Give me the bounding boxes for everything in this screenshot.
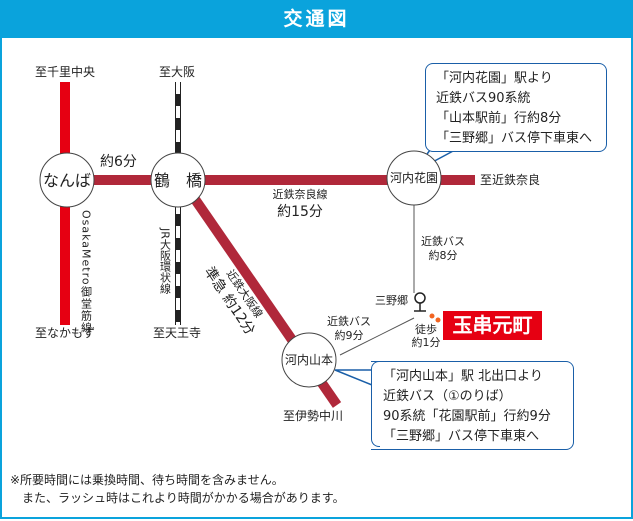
callout-line: 「河内山本」駅 北出口より <box>383 369 543 384</box>
station-namba-label: なんば <box>43 171 91 190</box>
callout-hanazono: 「河内花園」駅より 近鉄バス90系統 「山本駅前」行約8分 「三野郷」バス停下車… <box>425 63 607 152</box>
footnote-1: ※所要時間には乗換時間、待ち時間を含みません。 <box>10 473 284 487</box>
callout-bottom-pointer <box>334 369 373 387</box>
walk-dot-icon <box>429 313 435 319</box>
station-tsuruhashi <box>150 152 206 208</box>
station-namba <box>39 152 95 208</box>
bus-stop-label: 三野郷 <box>375 293 408 307</box>
direction-nara: 至近鉄奈良 <box>480 172 540 187</box>
callout-line: 近鉄バス（①のりば） <box>383 389 512 404</box>
callout-line: 「三野郷」バス停下車東へ <box>383 429 540 444</box>
nara-line-label: 近鉄奈良線 <box>273 187 328 201</box>
bus2-time: 約9分 <box>335 328 364 342</box>
bus2-label: 近鉄バス <box>327 314 371 328</box>
map-frame <box>0 38 633 519</box>
callout-line: 「山本駅前」行約8分 <box>436 111 562 126</box>
walk-label: 徒歩 <box>415 322 437 336</box>
station-hanazono <box>386 150 442 206</box>
direction-osaka: 至大阪 <box>159 65 195 79</box>
station-yamamoto <box>281 332 337 388</box>
walk-dot-icon <box>435 317 441 323</box>
callout-yamamoto: 「河内山本」駅 北出口より 近鉄バス（①のりば） 90系統「花園駅前」行約9分 … <box>371 361 574 450</box>
callout-line: 近鉄バス90系統 <box>436 91 531 106</box>
station-yamamoto-label: 河内山本 <box>285 353 333 367</box>
bus1-label: 近鉄バス <box>421 234 465 248</box>
bus1-time: 約8分 <box>429 248 458 262</box>
jr-line-label: JR大阪環状線 <box>159 227 172 294</box>
callout-line: 「三野郷」バス停下車東へ <box>436 131 593 146</box>
bus-stop-icon <box>414 292 426 312</box>
direction-senri: 至千里中央 <box>35 64 95 79</box>
callout-line: 90系統「花園駅前」行約9分 <box>383 409 551 424</box>
footnote-2: また、ラッシュ時はこれより時間がかかる場合があります。 <box>10 491 345 505</box>
destination-label: 玉串元町 <box>443 311 542 340</box>
callout-line: 「河内花園」駅より <box>436 71 553 86</box>
bus-route-yamamoto <box>339 317 415 356</box>
namba-time: 約6分 <box>100 154 137 170</box>
walk-time: 約1分 <box>412 335 441 349</box>
callout-yamamoto-left-edge <box>371 361 380 447</box>
nara-line-time: 約15分 <box>277 204 323 220</box>
direction-tennoji: 至天王寺 <box>153 326 201 340</box>
station-tsuruhashi-label: 鶴 橋 <box>154 171 202 190</box>
direction-nakamozu: 至なかもず <box>35 326 95 340</box>
direction-ise: 至伊勢中川 <box>283 408 343 423</box>
page-title: 交通図 <box>0 0 633 38</box>
midosuji-line-label: OsakaMetro御堂筋線 <box>80 210 93 334</box>
station-hanazono-label: 河内花園 <box>390 170 438 185</box>
